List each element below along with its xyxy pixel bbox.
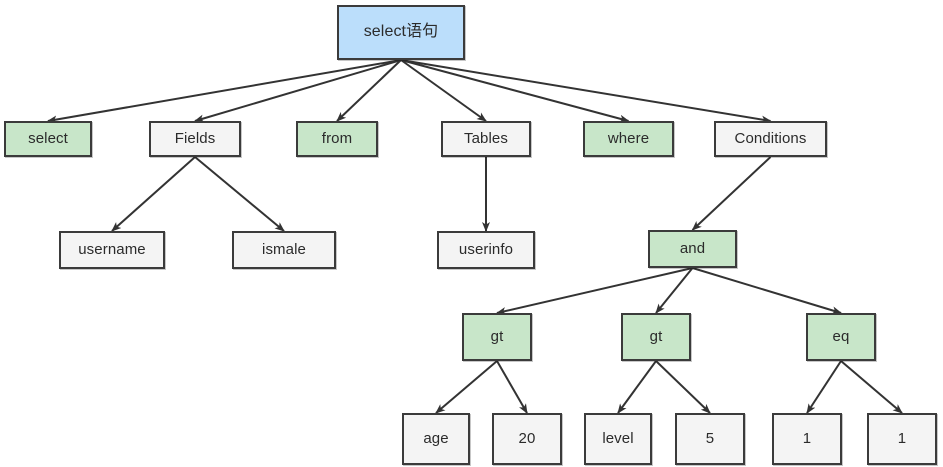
edge-root-to-conditions xyxy=(400,59,772,124)
edge-gt2-to-five xyxy=(655,360,711,414)
edge-gt1-to-twenty xyxy=(496,360,528,414)
edge-fields-to-ismale xyxy=(194,156,285,232)
edge-root-to-tables xyxy=(400,59,487,122)
node-label: Conditions xyxy=(734,130,807,148)
node-userinfo[interactable]: userinfo xyxy=(437,231,535,269)
edge-root-to-fields xyxy=(194,59,402,123)
node-conditions[interactable]: Conditions xyxy=(714,121,827,157)
node-level[interactable]: level xyxy=(584,413,652,465)
node-tables[interactable]: Tables xyxy=(441,121,531,157)
edge-root-to-select xyxy=(47,59,402,124)
node-label: 1 xyxy=(802,430,812,448)
edge-and-to-eq xyxy=(692,267,842,315)
node-username[interactable]: username xyxy=(59,231,165,269)
node-gt1[interactable]: gt xyxy=(462,313,532,361)
node-label: and xyxy=(679,240,706,258)
node-root[interactable]: select语句 xyxy=(337,5,465,60)
node-label: level xyxy=(602,430,634,448)
node-one_b[interactable]: 1 xyxy=(867,413,937,465)
edge-root-to-from xyxy=(336,59,402,122)
node-label: ismale xyxy=(262,241,306,259)
node-eq[interactable]: eq xyxy=(806,313,876,361)
node-label: gt xyxy=(649,328,663,346)
node-label: eq xyxy=(832,328,850,346)
node-label: gt xyxy=(490,328,504,346)
edge-fields-to-username xyxy=(111,156,196,232)
edge-gt1-to-age xyxy=(435,360,498,414)
edge-root-to-where xyxy=(400,59,630,123)
node-label: 5 xyxy=(705,430,715,448)
edge-and-to-gt1 xyxy=(496,267,693,315)
node-label: userinfo xyxy=(458,241,514,259)
node-label: from xyxy=(321,130,353,148)
edge-conditions-to-and xyxy=(691,156,772,231)
edge-eq-to-one_a xyxy=(806,360,842,414)
node-and[interactable]: and xyxy=(648,230,737,268)
node-label: 20 xyxy=(518,430,536,448)
node-fields[interactable]: Fields xyxy=(149,121,241,157)
edge-gt2-to-level xyxy=(617,360,657,414)
node-label: username xyxy=(78,241,146,259)
node-label: Fields xyxy=(174,130,216,148)
edge-eq-to-one_b xyxy=(840,360,903,414)
node-select[interactable]: select xyxy=(4,121,92,157)
node-label: 1 xyxy=(897,430,907,448)
edge-and-to-gt2 xyxy=(655,267,694,314)
node-gt2[interactable]: gt xyxy=(621,313,691,361)
node-label: select语句 xyxy=(363,23,439,41)
node-ismale[interactable]: ismale xyxy=(232,231,336,269)
node-label: select xyxy=(28,130,68,148)
node-age[interactable]: age xyxy=(402,413,470,465)
node-label: where xyxy=(607,130,650,148)
node-one_a[interactable]: 1 xyxy=(772,413,842,465)
node-label: Tables xyxy=(464,130,508,148)
node-five[interactable]: 5 xyxy=(675,413,745,465)
node-where[interactable]: where xyxy=(583,121,674,157)
node-twenty[interactable]: 20 xyxy=(492,413,562,465)
node-label: age xyxy=(423,430,449,448)
node-from[interactable]: from xyxy=(296,121,378,157)
